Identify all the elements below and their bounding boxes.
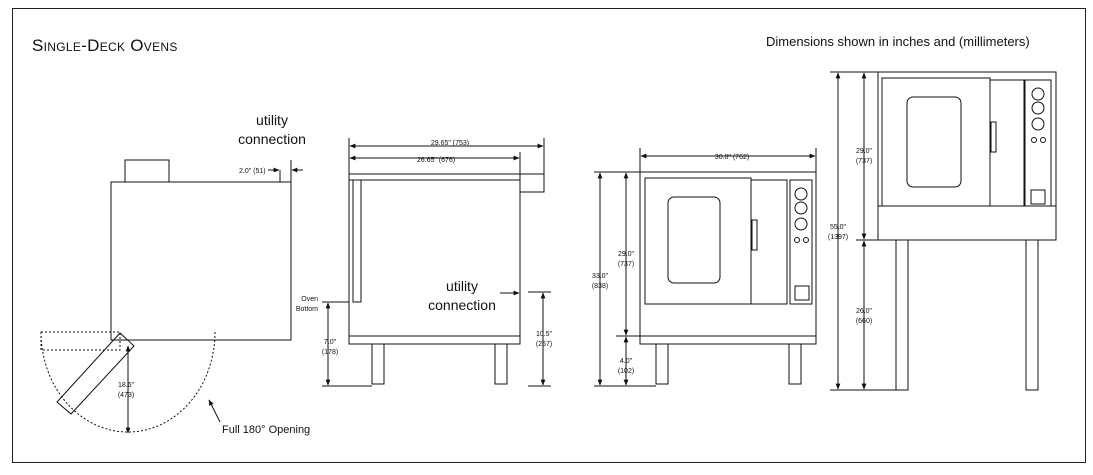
- short-window: [667, 196, 721, 284]
- utility-height-mm: (267): [536, 341, 552, 348]
- door-swing-arc: [40, 331, 216, 433]
- tall-leg-left: [895, 239, 909, 391]
- short-base: [639, 335, 817, 345]
- short-leg-left: [655, 343, 669, 385]
- side-leg-rear: [494, 343, 508, 385]
- tall-leg-height-mm: (660): [856, 318, 872, 325]
- door-dim-in: 18.6": [118, 382, 135, 389]
- tall-total-height-mm: (1397): [828, 234, 848, 241]
- short-total-height-in: 33.0": [592, 273, 609, 280]
- side-base: [348, 335, 521, 345]
- side-view: [322, 138, 551, 387]
- door-open: [56, 332, 135, 415]
- drawing-frame: [12, 8, 1086, 463]
- dimensions-note: Dimensions shown in inches and (millimet…: [766, 34, 1030, 49]
- short-leg-right: [788, 343, 802, 385]
- tall-total-height-in: 55.0": [830, 224, 847, 231]
- front-view-tall: [830, 71, 1057, 391]
- oven-bottom-label-1: Oven: [301, 296, 318, 303]
- side-utility-label-2: connection: [428, 297, 496, 313]
- short-leg-height-in: 4.0": [620, 358, 633, 365]
- tall-handle: [990, 121, 997, 153]
- tall-control-panel: [1024, 79, 1052, 207]
- side-overall-depth: 29.65" (753): [431, 140, 469, 147]
- short-width-dim: 30.0" (762): [715, 154, 749, 161]
- top-utility-label-2: connection: [238, 131, 306, 147]
- opening-label: Full 180° Opening: [222, 424, 310, 436]
- oven-bottom-dim-mm: (178): [322, 349, 338, 356]
- oven-bottom-label-2: Bottom: [296, 306, 318, 313]
- short-control-panel: [789, 179, 813, 305]
- short-total-height-mm: (838): [592, 283, 608, 290]
- short-body-height-in: 29.0": [618, 251, 635, 258]
- side-door-edge: [352, 179, 362, 303]
- side-body-depth: 26.65" (676): [417, 157, 455, 164]
- top-utility-label-1: utility: [256, 112, 288, 128]
- tall-body-height-mm: (737): [856, 158, 872, 165]
- oven-bottom-dim-in: 7.0": [324, 339, 337, 346]
- top-view-body: [110, 181, 292, 341]
- side-flue: [519, 173, 545, 193]
- top-offset-dim: 2.0" (51): [239, 168, 266, 175]
- tall-window: [906, 96, 962, 188]
- top-view: [40, 159, 303, 434]
- short-leg-height-mm: (102): [618, 368, 634, 375]
- short-handle: [751, 219, 758, 251]
- side-utility-label-1: utility: [446, 278, 478, 294]
- tall-leg-right: [1025, 239, 1039, 391]
- door-closed-outline: [40, 331, 121, 351]
- utility-height-in: 10.5": [536, 331, 553, 338]
- top-view-vent: [124, 159, 170, 183]
- side-leg-front: [371, 343, 385, 385]
- front-view-short: [594, 148, 817, 387]
- tall-body-height-in: 29.0": [856, 148, 873, 155]
- opening-leader: [208, 399, 221, 423]
- page-title: Single-Deck Ovens: [32, 36, 178, 55]
- tall-body: [877, 71, 1057, 241]
- short-body-height-mm: (737): [618, 261, 634, 268]
- door-dim-mm: (473): [118, 392, 134, 399]
- tall-leg-height-in: 26.0": [856, 308, 873, 315]
